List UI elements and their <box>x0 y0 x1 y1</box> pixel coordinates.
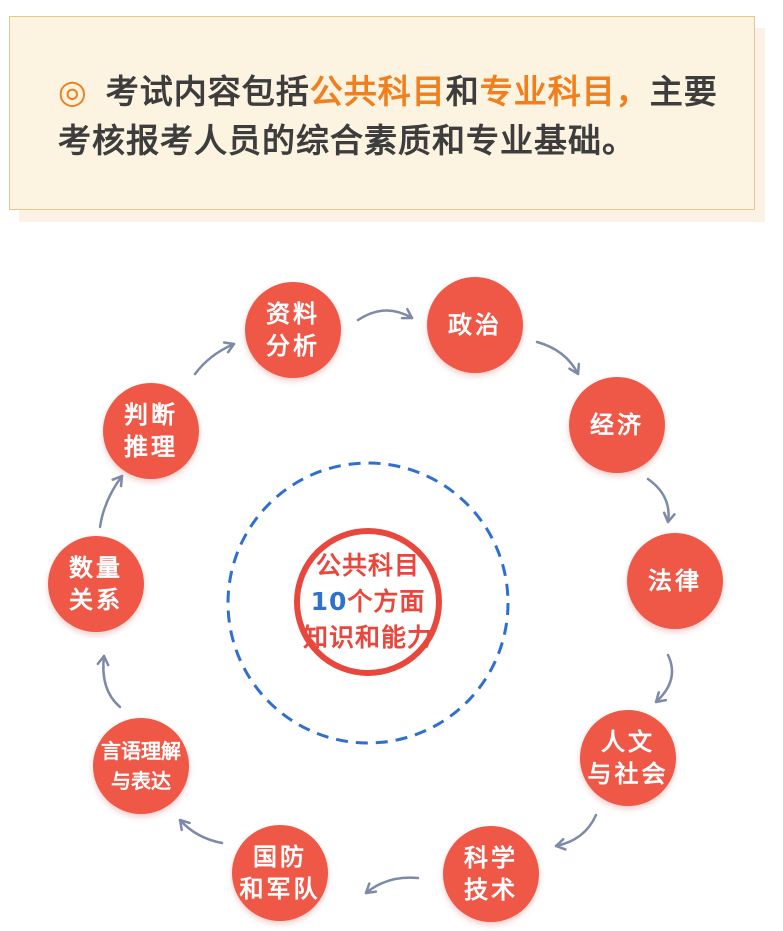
connector-arrow <box>654 653 674 704</box>
dashed-ring <box>226 461 510 745</box>
node-guofang: 国防 和军队 <box>232 825 328 921</box>
node-label: 数量 <box>69 554 123 582</box>
node-ziliao: 资料 分析 <box>245 282 341 378</box>
connector-arrow <box>535 340 580 376</box>
connector-arrowhead <box>178 818 191 832</box>
center-number: 10 <box>310 587 348 616</box>
node-kexue: 科学 技术 <box>443 826 539 922</box>
node-label: 与社会 <box>587 760 669 788</box>
intro-text: ◎ 考试内容包括公共科目和专业科目，主要考核报考人员的综合素质和专业基础。 <box>58 67 748 165</box>
connector-arrowhead <box>364 882 378 895</box>
node-label: 经济 <box>590 411 644 439</box>
connector-arrowhead <box>654 691 668 704</box>
node-label: 技术 <box>464 876 518 904</box>
connector-arrowhead <box>222 341 236 354</box>
connector-arrowhead <box>400 307 414 320</box>
highlight-public-subjects: 公共科目 <box>309 72 446 111</box>
connector-arrow <box>356 309 414 322</box>
connector-arrowhead <box>662 511 676 524</box>
node-label: 言语理解 <box>101 739 181 763</box>
connector-arrowhead <box>554 837 567 851</box>
connector-arrow <box>646 477 670 524</box>
bullet-mark: ◎ <box>58 72 88 111</box>
node-renwen: 人文 与社会 <box>580 710 676 806</box>
node-shuliang: 数量 关系 <box>48 536 144 632</box>
connector-arrow <box>98 474 124 529</box>
node-label: 和军队 <box>239 875 321 903</box>
node-falv: 法律 <box>627 533 723 629</box>
node-label: 判断 <box>124 401 178 429</box>
node-label: 国防 <box>253 843 307 871</box>
center-line-1: 公共科目 <box>315 551 420 580</box>
highlight-professional-subjects: 专业科目， <box>479 72 650 111</box>
connector-arrow <box>193 342 236 376</box>
center-hub: 公共科目 10个方面 知识和能力 <box>294 528 442 676</box>
node-yanyu: 言语理解 与表达 <box>93 718 189 814</box>
node-label: 分析 <box>266 332 320 360</box>
intro-panel: ◎ 考试内容包括公共科目和专业科目，主要考核报考人员的综合素质和专业基础。 <box>9 16 755 210</box>
connector-arrowhead <box>96 654 110 667</box>
node-label: 法律 <box>648 567 702 595</box>
node-label: 与表达 <box>111 769 171 793</box>
node-label: 人文 <box>601 728 655 756</box>
connector-arrow <box>102 654 122 709</box>
intro-part-3: 主要考核报考人员的综合素质和专业基础。 <box>58 72 718 160</box>
center-line-3: 知识和能力 <box>302 623 433 652</box>
center-line-2-text: 个方面 <box>347 587 426 616</box>
intro-part-2: 和 <box>445 72 480 111</box>
connector-arrow <box>178 818 224 845</box>
node-jingji: 经济 <box>569 377 665 473</box>
node-label: 政治 <box>448 311 502 339</box>
node-label: 资料 <box>266 300 320 328</box>
node-zhengzhi: 政治 <box>427 277 523 373</box>
node-panduan: 判断 推理 <box>103 383 199 479</box>
node-label: 推理 <box>124 433 178 461</box>
node-label: 科学 <box>464 844 518 872</box>
center-line-2: 10个方面 <box>311 584 426 620</box>
connector-arrowhead <box>111 474 124 488</box>
connector-arrow <box>364 876 420 895</box>
connector-arrow <box>554 813 598 848</box>
node-label: 关系 <box>69 586 123 614</box>
intro-part-1: 考试内容包括 <box>105 72 310 111</box>
connector-arrowhead <box>568 362 581 376</box>
